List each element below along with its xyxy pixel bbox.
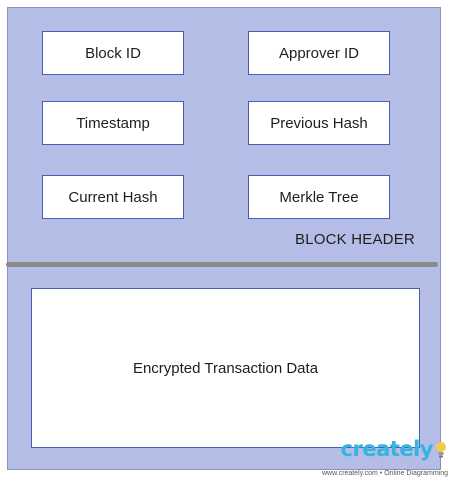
watermark-logo: creately xyxy=(340,437,434,461)
field-block-id: Block ID xyxy=(42,31,184,75)
field-merkle-tree-label: Merkle Tree xyxy=(279,188,359,206)
field-block-id-label: Block ID xyxy=(85,44,141,62)
field-previous-hash-label: Previous Hash xyxy=(270,114,368,132)
transaction-data-box: Encrypted Transaction Data xyxy=(31,288,420,448)
header-body-divider xyxy=(6,262,438,267)
field-approver-id-label: Approver ID xyxy=(278,44,360,62)
field-current-hash-label: Current Hash xyxy=(68,188,158,206)
watermark: creately www.creately.com • Online Diagr… xyxy=(315,437,449,477)
lightbulb-icon xyxy=(436,442,446,458)
block-header-label: BLOCK HEADER xyxy=(295,231,415,248)
field-previous-hash: Previous Hash xyxy=(248,101,390,145)
field-timestamp: Timestamp xyxy=(42,101,184,145)
field-current-hash: Current Hash xyxy=(42,175,184,219)
transaction-data-label: Encrypted Transaction Data xyxy=(132,359,319,377)
field-merkle-tree: Merkle Tree xyxy=(248,175,390,219)
watermark-tagline: www.creately.com • Online Diagramming xyxy=(320,470,449,477)
field-timestamp-label: Timestamp xyxy=(76,114,150,132)
field-approver-id: Approver ID xyxy=(248,31,390,75)
